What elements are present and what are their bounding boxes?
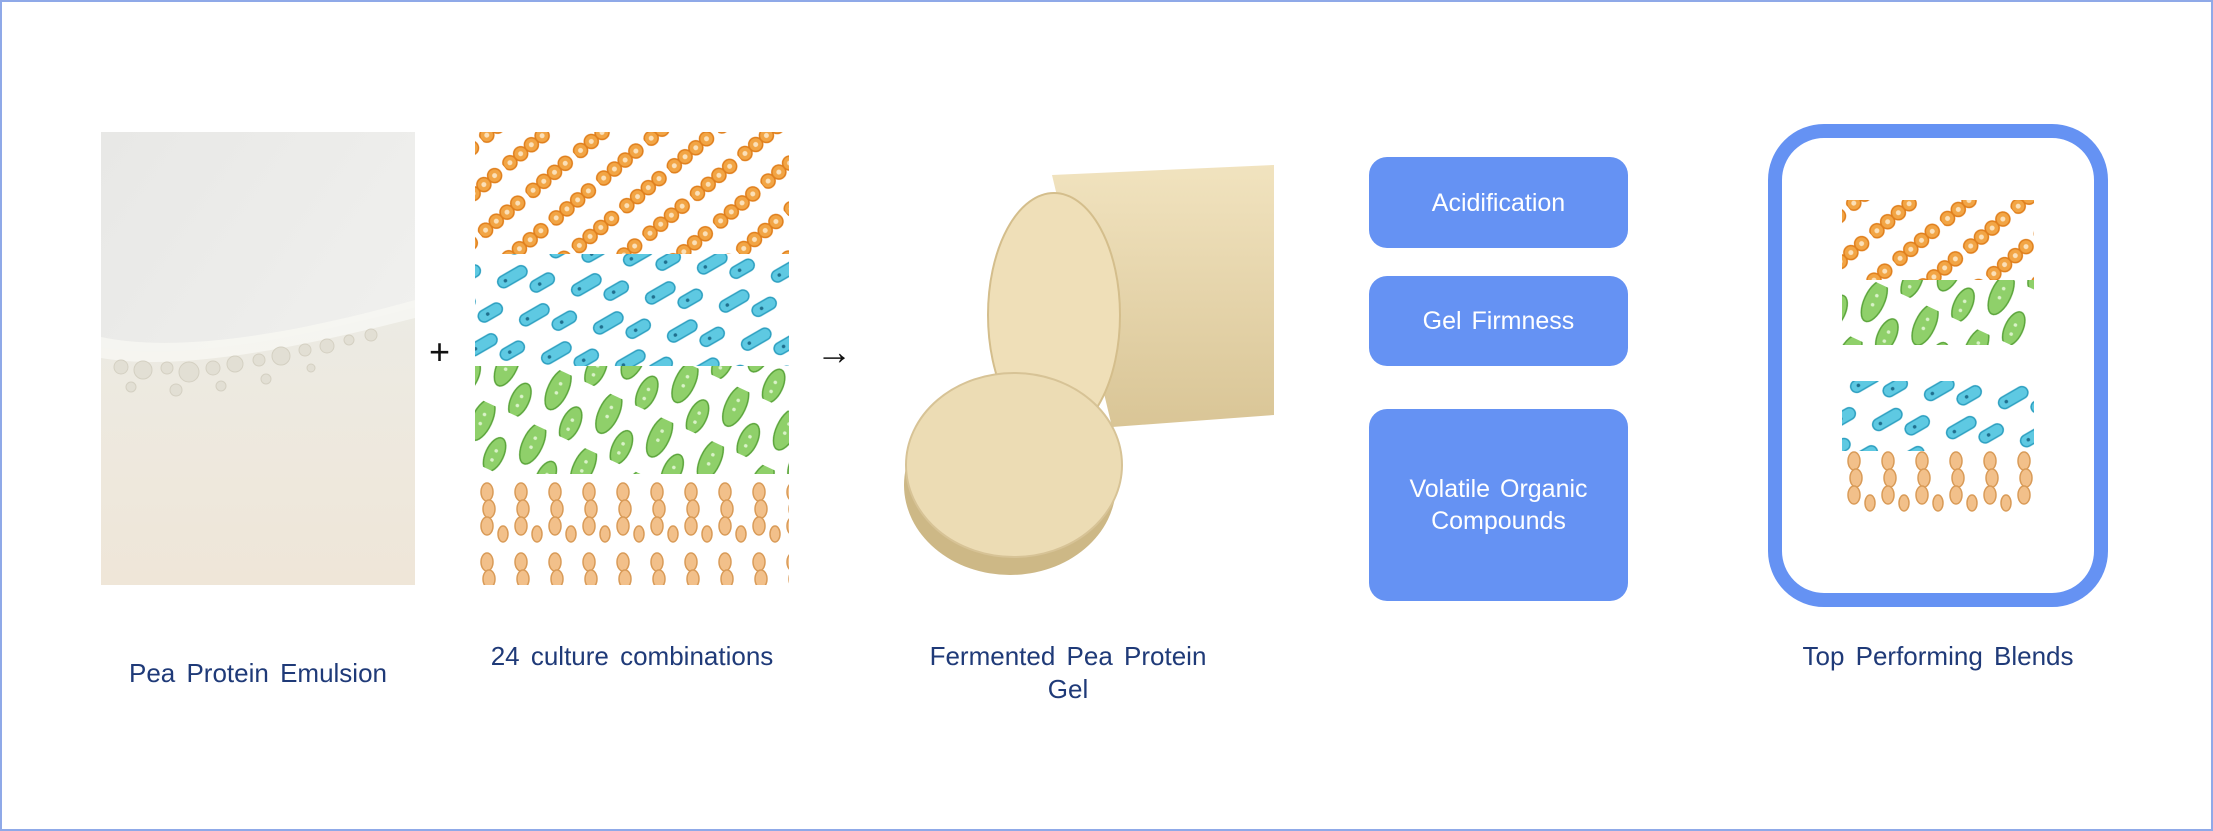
caption-fermented-gel: Fermented Pea Protein Gel [898, 640, 1238, 706]
caption-fermented-gel-line1: Fermented Pea Protein [929, 641, 1207, 671]
blend-image-cocci-ovals [1842, 200, 2034, 345]
caption-culture-combinations: 24 culture combinations [490, 641, 774, 671]
top-blends-frame [1768, 124, 2108, 607]
pea-protein-emulsion-image [101, 132, 415, 585]
metric-gel-firmness: Gel Firmness [1369, 276, 1628, 366]
metric-acidification: Acidification [1369, 157, 1628, 248]
caption-pea-protein-emulsion: Pea Protein Emulsion [128, 658, 388, 688]
metric-volatile-organic-compounds: Volatile Organic Compounds [1369, 409, 1628, 601]
fermented-gel-image [904, 165, 1274, 575]
caption-fermented-gel-line2: Gel [1047, 674, 1089, 704]
culture-combinations-image [475, 132, 789, 585]
arrow-operator: → [816, 331, 852, 372]
caption-top-performing-blends: Top Performing Blends [1802, 641, 2074, 671]
blend-image-rods-chains [1842, 381, 2034, 519]
plus-operator: + [429, 331, 451, 372]
